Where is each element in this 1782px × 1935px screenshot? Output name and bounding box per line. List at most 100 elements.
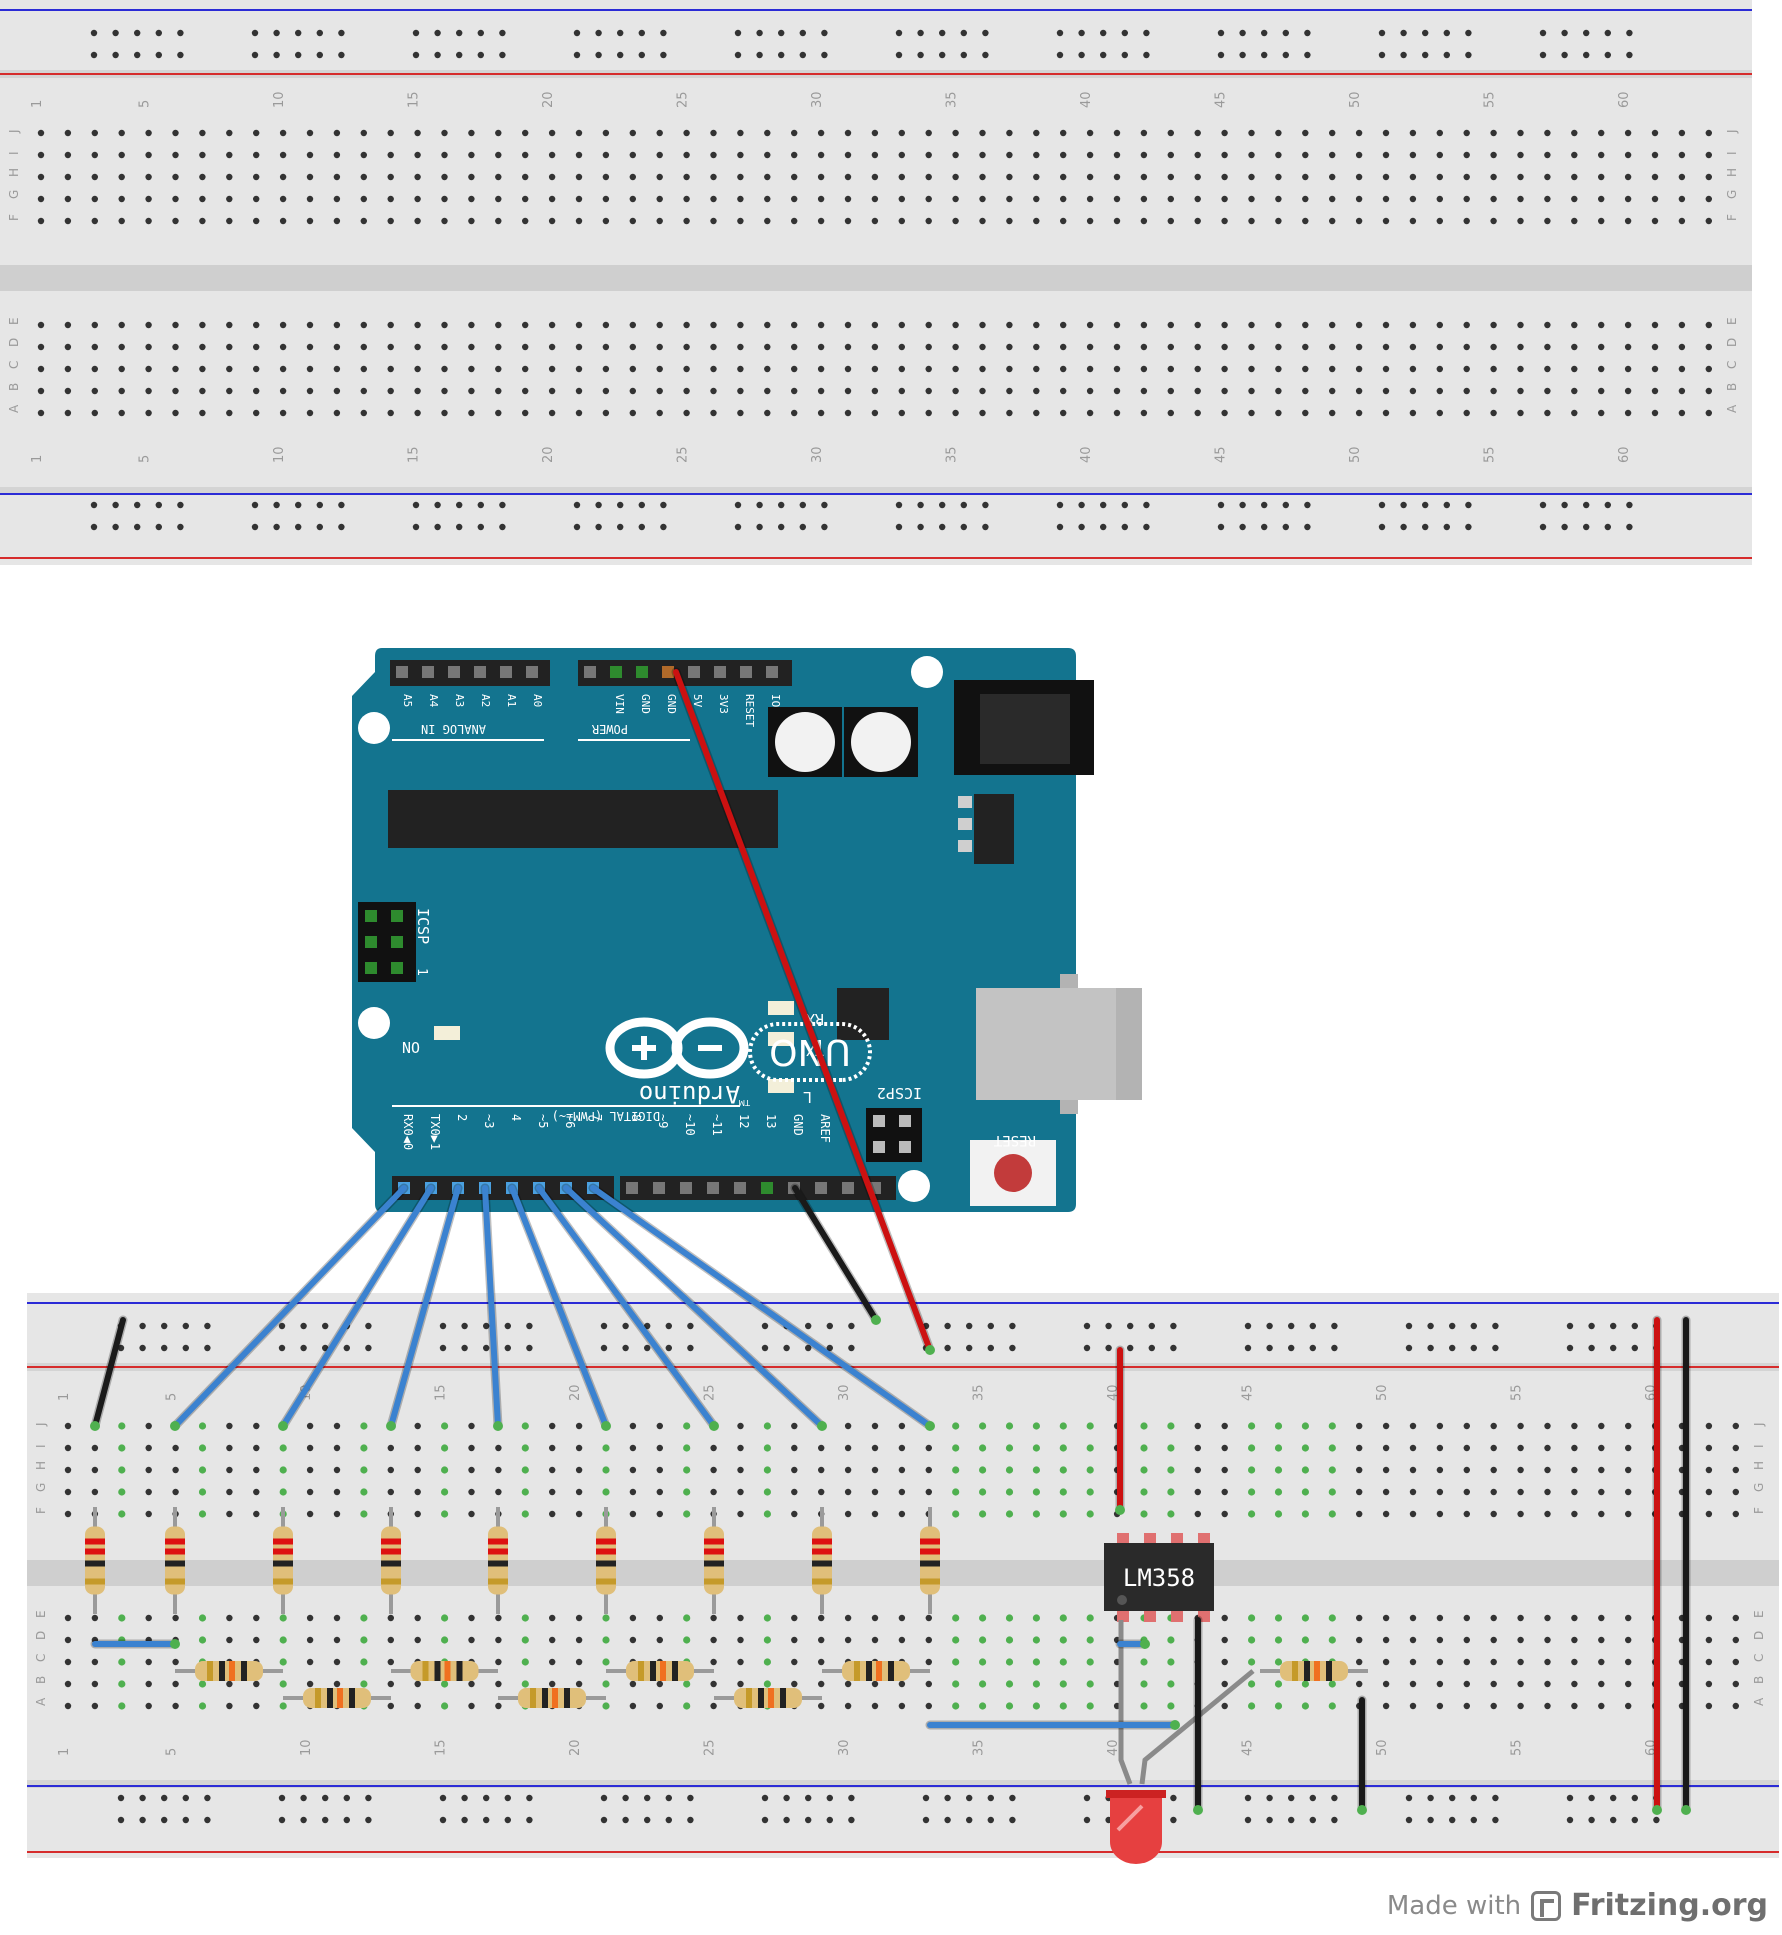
breadboard-hole xyxy=(118,321,125,329)
rail-hole xyxy=(1261,51,1268,59)
breadboard-hole xyxy=(1409,387,1417,395)
breadboard-hole xyxy=(818,1488,825,1496)
breadboard-hole xyxy=(1544,1466,1551,1474)
rail-hole xyxy=(295,29,302,37)
breadboard-hole xyxy=(1463,387,1470,395)
breadboard-hole xyxy=(1167,321,1175,329)
breadboard-hole xyxy=(1167,129,1175,137)
rail-hole xyxy=(638,29,645,37)
breadboard-hole xyxy=(1517,217,1524,225)
breadboard-hole xyxy=(1113,409,1121,417)
breadboard-hole xyxy=(1140,1488,1148,1496)
breadboard-hole xyxy=(226,173,233,181)
row-letter: F xyxy=(1752,1507,1766,1514)
breadboard-hole xyxy=(1248,1444,1256,1452)
header-pin xyxy=(680,1182,692,1194)
breadboard-hole xyxy=(468,321,475,329)
rail-hole xyxy=(987,1322,994,1330)
breadboard-hole xyxy=(37,173,45,181)
breadboard-hole xyxy=(1598,1444,1605,1452)
wire-end xyxy=(1193,1805,1203,1815)
breadboard-hole xyxy=(817,195,825,203)
breadboard-hole xyxy=(1059,1702,1067,1710)
breadboard-hole xyxy=(844,1444,852,1452)
rail-hole xyxy=(1465,501,1472,509)
breadboard-hole xyxy=(1006,343,1013,351)
breadboard-hole xyxy=(468,1702,475,1710)
icsp2-label: ICSP2 xyxy=(877,1084,922,1102)
rail-hole xyxy=(1566,1344,1574,1352)
breadboard-hole xyxy=(1086,1680,1094,1688)
rail-hole xyxy=(1309,1794,1317,1802)
breadboard-hole xyxy=(871,1488,879,1496)
breadboard-hole xyxy=(468,343,475,351)
rail-hole xyxy=(821,523,828,531)
rail-hole xyxy=(595,51,602,59)
ic-pin xyxy=(1144,1533,1156,1545)
breadboard-hole xyxy=(468,173,475,181)
tx-led xyxy=(768,1032,794,1046)
rail-hole xyxy=(1465,523,1472,531)
rail-hole xyxy=(982,51,989,59)
power-pin-label: 5V xyxy=(691,694,704,708)
rail-hole xyxy=(617,523,624,531)
breadboard-hole xyxy=(1302,409,1309,417)
rail-hole xyxy=(1422,29,1429,37)
resistor-band xyxy=(704,1578,724,1585)
breadboard-hole xyxy=(764,151,771,159)
resistor-band xyxy=(488,1538,508,1545)
row-letter: B xyxy=(1725,383,1739,391)
breadboard-hole xyxy=(1409,365,1417,373)
arduino-wordmark: Arduino xyxy=(639,1080,740,1108)
breadboard-hole xyxy=(548,217,556,225)
breadboard-hole xyxy=(952,1510,960,1518)
breadboard-hole xyxy=(629,1422,637,1430)
breadboard-hole xyxy=(764,343,771,351)
breadboard-hole xyxy=(629,195,636,203)
breadboard-hole xyxy=(737,1636,744,1644)
breadboard-hole xyxy=(1705,1636,1713,1644)
wire-end xyxy=(1357,1805,1367,1815)
reset-button[interactable] xyxy=(994,1154,1032,1192)
breadboard-hole xyxy=(468,1466,475,1474)
rail-hole xyxy=(644,1794,651,1802)
rail-hole xyxy=(987,1816,994,1824)
breadboard-hole xyxy=(1571,1466,1578,1474)
breadboard-hole xyxy=(306,195,314,203)
rail-hole xyxy=(622,1794,629,1802)
breadboard-hole xyxy=(1356,1636,1363,1644)
breadboard-hole xyxy=(898,173,905,181)
breadboard-hole xyxy=(1221,1636,1228,1644)
resistor-band xyxy=(422,1661,429,1681)
breadboard-hole xyxy=(1167,1702,1175,1710)
wire-end xyxy=(1140,1639,1150,1649)
breadboard-hole xyxy=(306,217,314,225)
breadboard-hole xyxy=(1463,343,1470,351)
breadboard-hole xyxy=(306,1614,314,1622)
breadboard-hole xyxy=(898,343,905,351)
rail-hole xyxy=(1170,1816,1177,1824)
rail-hole xyxy=(1492,1816,1499,1824)
breadboard-hole xyxy=(871,1444,879,1452)
breadboard-hole xyxy=(1436,129,1444,137)
rail-hole xyxy=(573,29,581,37)
breadboard-hole xyxy=(1517,343,1524,351)
rail-hole xyxy=(1626,523,1633,531)
breadboard-hole xyxy=(1356,1680,1363,1688)
breadboard-hole xyxy=(1032,1444,1040,1452)
on-label: ON xyxy=(402,1038,420,1056)
header-pin xyxy=(662,666,674,678)
breadboard-hole xyxy=(414,1422,421,1430)
breadboard-hole xyxy=(360,1422,368,1430)
rail-hole xyxy=(1631,1344,1639,1352)
breadboard-hole xyxy=(1033,217,1040,225)
breadboard-hole xyxy=(118,217,125,225)
breadboard-hole xyxy=(764,217,771,225)
rail-hole xyxy=(1143,523,1150,531)
resistor-band xyxy=(854,1661,860,1681)
breadboard-hole xyxy=(521,1680,529,1688)
breadboard-hole xyxy=(656,387,663,395)
breadboard-hole xyxy=(414,1636,421,1644)
breadboard-hole xyxy=(118,1658,126,1666)
breadboard-hole xyxy=(549,1658,556,1666)
